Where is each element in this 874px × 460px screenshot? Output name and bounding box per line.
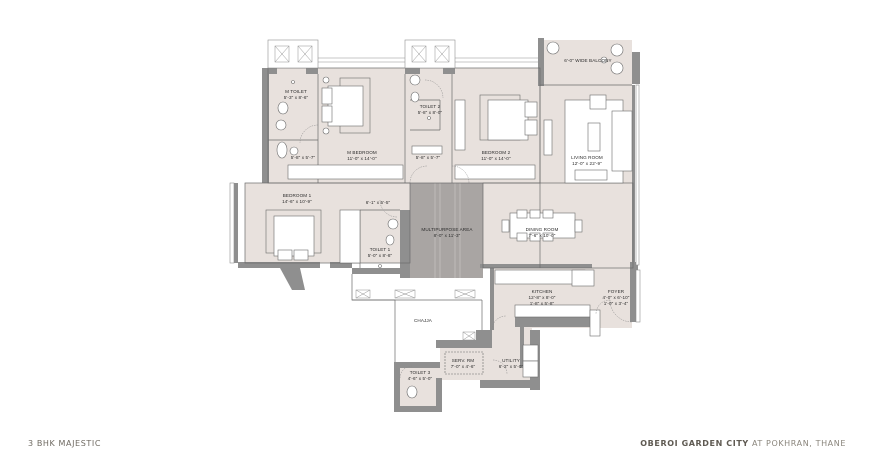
toilet-3-name: TOILET 3 — [410, 370, 431, 375]
windows — [229, 39, 641, 323]
multipurpose-name: MULTIPURPOSE AREA — [421, 227, 473, 232]
living-room-size: 12'-0" x 22'-9" — [572, 161, 602, 166]
dining-room-name: DINING ROOM — [526, 227, 559, 232]
project-location: AT POKHRAN, THANE — [751, 439, 846, 448]
m-dress-size: 5'-8" x 5'-7" — [291, 155, 316, 160]
balcony-name: 6'-0" WIDE BALCONY — [564, 58, 611, 63]
utility-size: 6'-2" x 5'-0" — [499, 364, 524, 369]
foyer-size-2: 1'-0" x 3'-4" — [604, 301, 629, 306]
m-toilet-name: M TOILET — [285, 89, 307, 94]
toilet-1-name: TOILET 1 — [370, 247, 391, 252]
foyer-name: FOYER — [608, 289, 625, 294]
door-swings — [299, 79, 633, 379]
toilet-2-size: 5'-8" x 8'-0" — [418, 110, 443, 115]
kitchen-size-1: 12'-8" x 8'-0" — [528, 295, 555, 300]
project-caption: OBEROI GARDEN CITY AT POKHRAN, THANE — [640, 439, 846, 448]
bedroom-2-size: 11'-0" x 14'-0" — [481, 156, 511, 161]
serv-rm-name: SERV. RM — [452, 358, 475, 363]
multipurpose-size: 8'-0" x 11'-3" — [434, 233, 461, 238]
utility-name: UTILITY — [502, 358, 520, 363]
m-bedroom-size: 11'-0" x 14'-0" — [347, 156, 377, 161]
kitchen-size-2: 1'-8" x 5'-8" — [530, 301, 555, 306]
toilet-1-size: 5'-0" x 8'-8" — [368, 253, 393, 258]
unit-type-label: 3 BHK MAJESTIC — [28, 439, 102, 448]
room-labels: M TOILET 5'-3" x 8'-6" M BEDROOM 11'-0" … — [282, 58, 630, 381]
serv-rm-size: 7'-0" x 4'-6" — [451, 364, 476, 369]
internal-lines — [244, 67, 634, 362]
kitchen-name: KITCHEN — [532, 289, 553, 294]
foyer-size-1: 4'-0" x 6'-10" — [602, 295, 629, 300]
dining-room-size: 7'-6" x 10'-0" — [528, 233, 555, 238]
chajja-name: CHAJJA — [414, 318, 433, 323]
bedroom-1-name: BEDROOM 1 — [283, 193, 312, 198]
bedroom-2-name: BEDROOM 2 — [482, 150, 511, 155]
m-bedroom-name: M BEDROOM — [347, 150, 377, 155]
living-room-name: LIVING ROOM — [571, 155, 603, 160]
furniture — [265, 41, 633, 399]
passage-size: 5'-8" x 5'-7" — [416, 155, 441, 160]
m-toilet-size: 5'-3" x 8'-6" — [284, 95, 309, 100]
project-name: OBEROI GARDEN CITY — [640, 439, 749, 448]
bedroom-1-size: 14'-6" x 10'-9" — [282, 199, 312, 204]
bedroom-1-dress-size: 6'-1" x 5'-5" — [366, 200, 391, 205]
ac-ledges — [274, 45, 476, 341]
toilet-3-size: 4'-6" x 5'-0" — [408, 376, 433, 381]
multipurpose-floor — [410, 183, 483, 278]
toilet-2-name: TOILET 2 — [420, 104, 441, 109]
